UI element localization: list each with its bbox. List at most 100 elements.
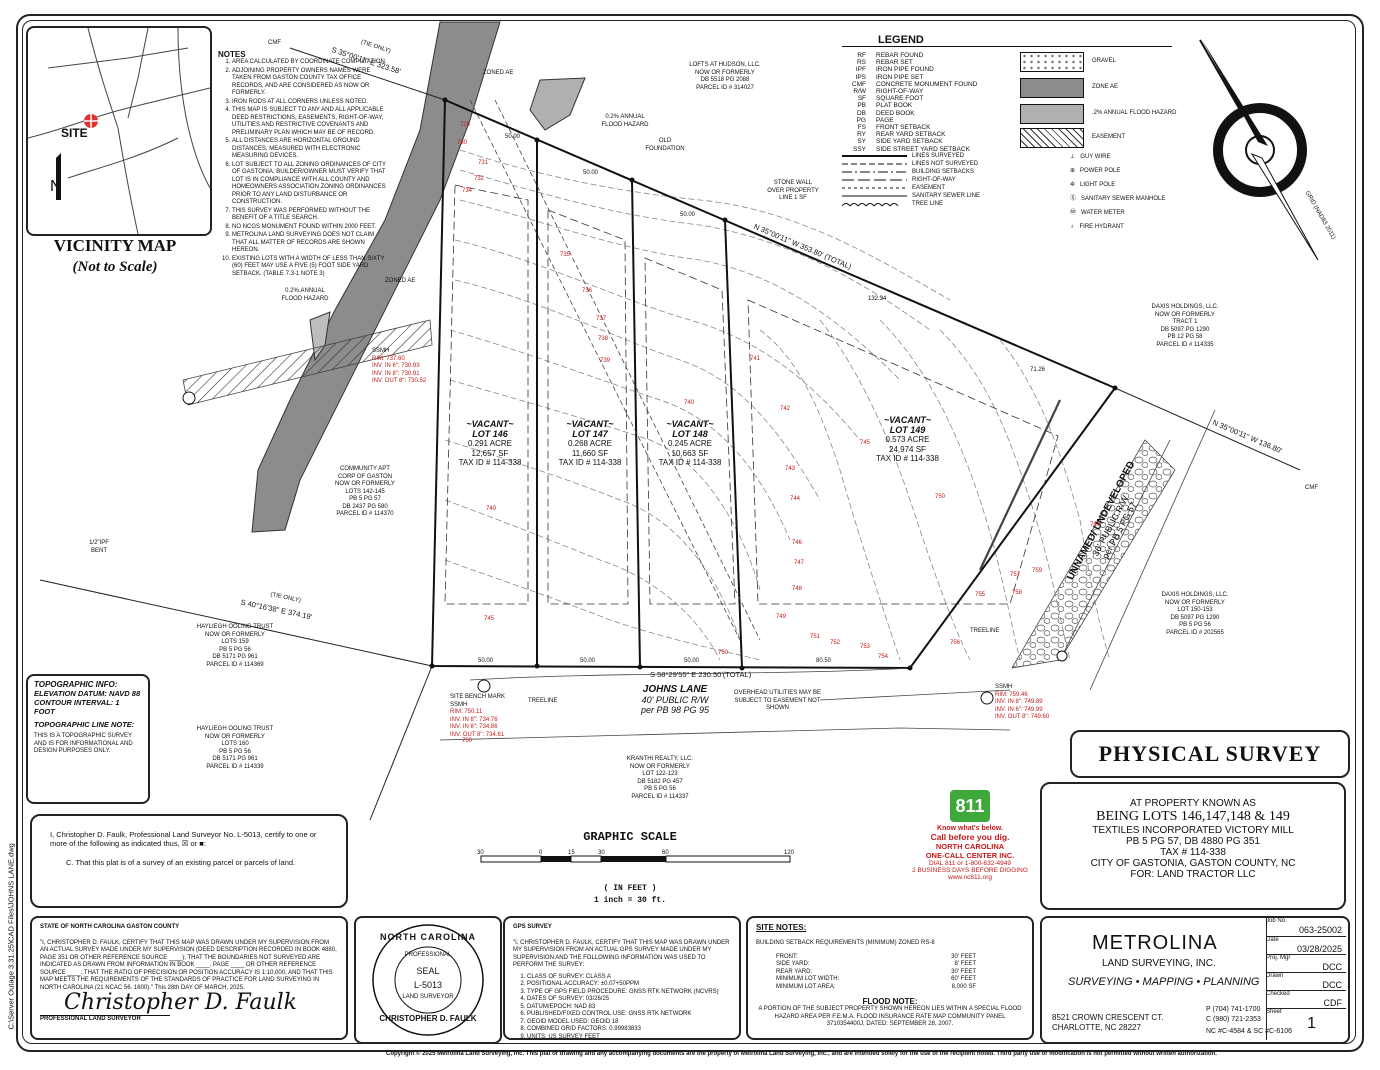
contour-label: 744 [790,496,801,502]
contour-label: 756 [950,640,961,646]
note-item: LOT SUBJECT TO ALL ZONING ORDINANCES OF … [232,162,388,207]
legend-line-samples [842,155,907,207]
contour-label: 750 [718,650,729,656]
treeline-label-2: TREELINE [970,628,1000,634]
graphic-scale-title: GRAPHIC SCALE [583,830,677,844]
note-item: THIS MAP IS SUBJECT TO ANY AND ALL APPLI… [232,107,388,137]
seal-box: NORTH CAROLINA PROFESSIONAL SEAL L-5013 … [354,916,502,1044]
topo-datum: ELEVATION DATUM: NAVD 88 [34,689,141,698]
zone-ae-label-2: ZONED AE [385,278,416,284]
note-item: METROLINA LAND SURVEYING DOES NOT CLAIM … [232,232,388,255]
easement-legend-label: EASEMENT [1092,134,1126,140]
contour-label: 754 [878,654,889,660]
signature: Christopher D. Faulk [64,990,297,1015]
bearing-bottom: S 58°29'55" E 230.50'(TOTAL) [650,670,752,679]
gravel-legend-label: GRAVEL [1092,58,1116,64]
vicinity-map-box: SITE N [26,26,212,236]
topo-note-title: TOPOGRAPHIC LINE NOTE: [34,720,135,729]
vicinity-map [27,27,211,235]
contour-label: 730 [457,140,468,146]
flood-legend-label: .2% ANNUAL FLOOD HAZARD [1092,110,1177,116]
nc811-logo: 811 [950,790,990,822]
company-name: METROLINA [1092,932,1218,954]
contour-label: 755 [975,592,986,598]
topo-title: TOPOGRAPHIC INFO: [34,680,118,689]
cert-text: I, Christopher D. Faulk, Professional La… [50,830,317,848]
contour-label: 738 [598,336,609,342]
vicinity-subtitle: (Not to Scale) [72,259,158,275]
contour-label: 740 [684,400,695,406]
scale-tick: 30 [598,850,605,856]
contour-label: 748 [792,586,803,592]
sheet-row: Job No.063-25002 [1266,918,1342,935]
flood-swatch [1020,104,1084,124]
vicinity-title: VICINITY MAP [53,236,177,255]
contour-label: 731 [478,160,489,166]
guy-wire-icon: ⊥ [1070,154,1076,160]
dim-label: 50.00 [505,134,521,140]
contour-label: 740 [486,506,497,512]
zone-ae-legend-label: ZONE AE [1092,84,1119,90]
survey-title: PHYSICAL SURVEY [1098,741,1322,766]
contour-label: 757 [1010,572,1021,578]
contour-label: 741 [750,356,761,362]
contour-label: 749 [776,614,787,620]
note-item: THIS SURVEY WAS PERFORMED WITHOUT THE BE… [232,208,388,223]
dim-label: 50.00 [583,170,599,176]
note-item: IRON RODS AT ALL CORNERS UNLESS NOTED. [232,99,388,107]
contour-label: 743 [785,466,796,472]
notes-title: NOTES [218,50,246,59]
topo-note: THIS IS A TOPOGRAPHIC SURVEY AND IS FOR … [34,733,133,754]
cmf-label: CMF [268,40,281,46]
light-pole-icon: ✲ [1070,182,1076,188]
legend-symbols: ⊥ GUY WIRE ⊕ POWER POLE ✲ LIGHT POLE Ⓢ S… [1070,154,1166,230]
company-tag: SURVEYING • MAPPING • PLANNING [1068,976,1260,988]
dim-label: 50.00 [580,658,596,664]
contour-label: 750 [935,494,946,500]
cert-text-c: C. That this plat is of a survey of an e… [66,858,296,867]
notes-block: NOTES AREA CALCULATED BY COORDINATE COMP… [218,50,388,279]
treeline-label: TREELINE [528,698,558,704]
topo-interval: CONTOUR INTERVAL: 1 FOOT [34,698,120,716]
dim-label: 71.26 [1030,367,1046,373]
contour-label: 745 [860,440,871,446]
road-label: JOHNS LANE 40' PUBLIC R/W per PB 98 PG 9… [640,684,710,715]
property-box: AT PROPERTY KNOWN AS BEING LOTS 146,147,… [1040,782,1346,910]
flood-hazard-area [529,77,586,131]
scale-tick: 0 [539,850,543,856]
legend: LEGEND [842,34,1172,47]
contour-label: 747 [794,560,805,566]
dim-label: 50.00 [478,658,494,664]
contour-label: 750 [462,738,473,744]
gps-box: GPS SURVEY "I, CHRISTOPHER D. FAULK, CER… [503,916,741,1040]
north-label: N [50,178,62,195]
scale-tick: 30 [477,850,484,856]
contour-label: 745 [484,616,495,622]
sheet-border [16,14,1364,1052]
power-pole-icon: ⊕ [1070,168,1076,174]
site-notes-box: SITE NOTES: BUILDING SETBACK REQUIREMENT… [746,916,1034,1040]
contour-label: 739 [600,358,611,364]
scale-tick: 60 [662,850,669,856]
certification-box: I, Christopher D. Faulk, Professional La… [30,814,348,908]
company-sub: LAND SURVEYING, INC. [1102,958,1216,969]
north-arrow [1199,39,1319,261]
